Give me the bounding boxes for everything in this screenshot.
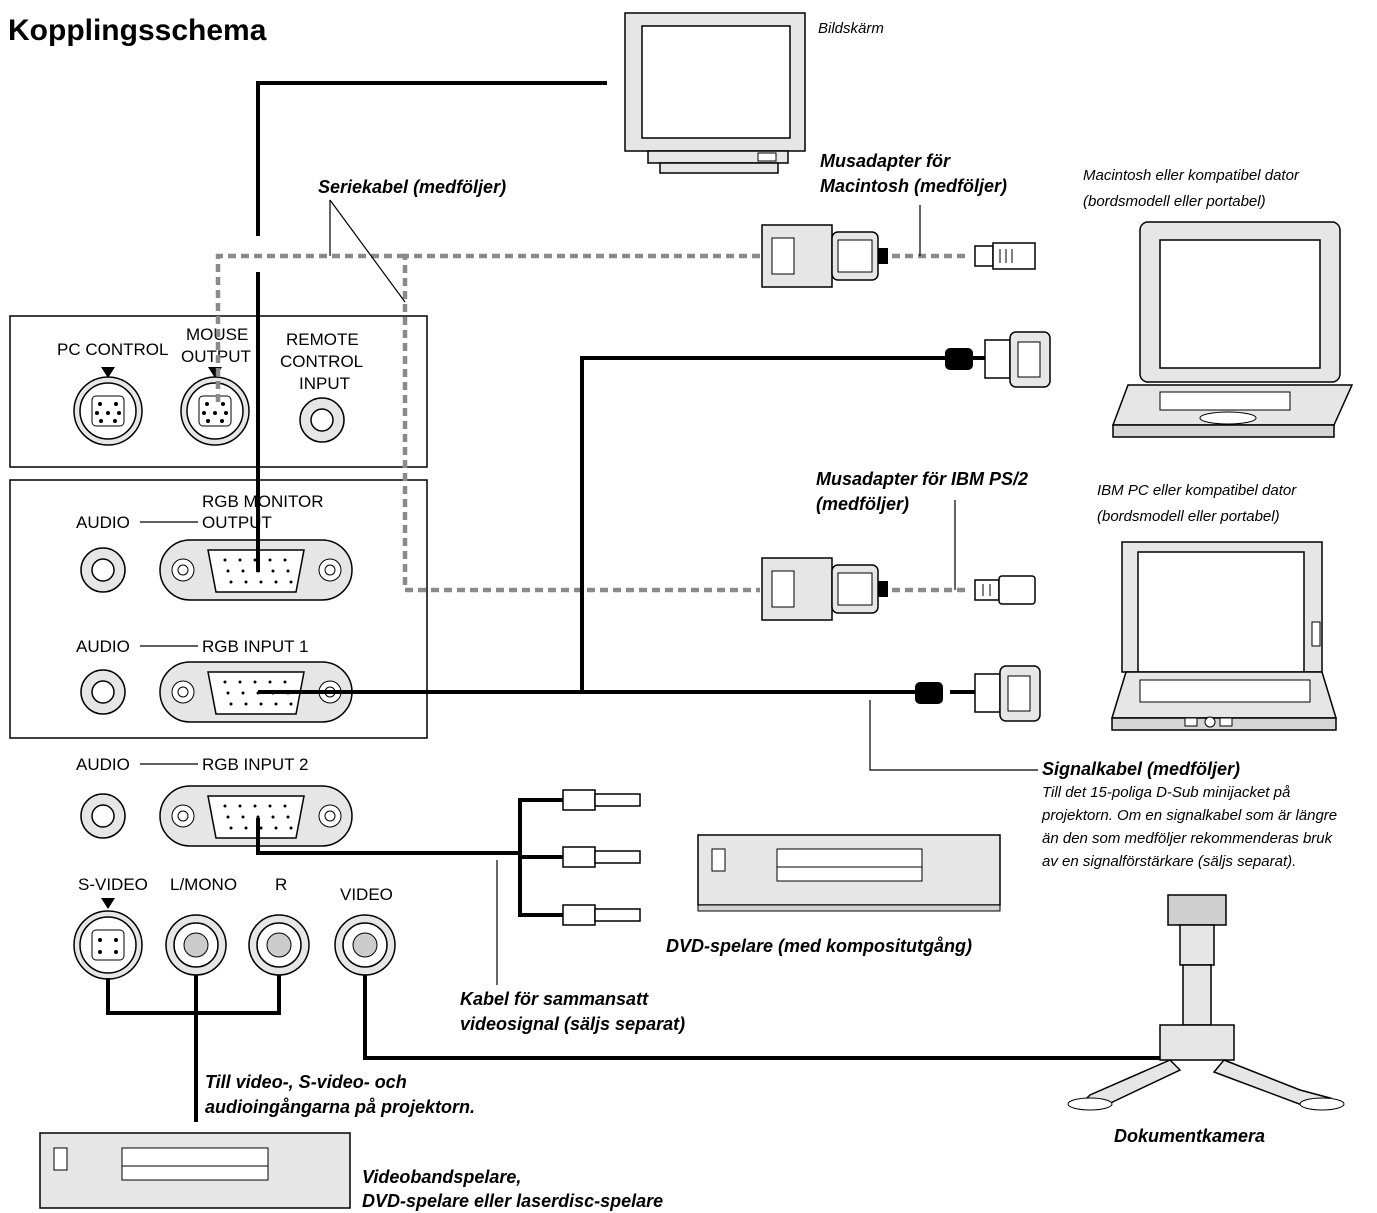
vcr-label-2: DVD-spelare eller laserdisc-spelare [362, 1191, 663, 1211]
vcr-device [39, 1132, 351, 1209]
mouse-output-port[interactable] [180, 367, 250, 446]
remote-label-3: INPUT [299, 374, 350, 393]
signal-plug-mac [945, 331, 1051, 388]
signal-note-4: av en signalförstärkare (säljs separat). [1042, 853, 1296, 870]
rgb-input-1-label: RGB INPUT 1 [202, 637, 308, 656]
audio-label-1: AUDIO [76, 513, 130, 532]
r-jack[interactable] [248, 914, 310, 976]
signal-cable-label: Signalkabel (medföljer) [1042, 759, 1240, 779]
audio-label-3: AUDIO [76, 755, 130, 774]
page-title: Kopplingsschema [8, 14, 267, 47]
ibm-adapter-label-1: Musadapter för IBM PS/2 [816, 469, 1028, 489]
dvd-player-device [697, 834, 1001, 912]
l-mono-jack[interactable] [165, 914, 227, 976]
mac-laptop [1111, 221, 1354, 438]
document-camera-label: Dokumentkamera [1114, 1126, 1265, 1146]
mac-mouse-adapter [761, 224, 888, 288]
rgb-input-2-port[interactable] [159, 785, 353, 847]
remote-label-1: REMOTE [286, 330, 359, 349]
signal-note-3: än den som medföljer rekommenderas bruk [1042, 830, 1334, 847]
s-video-label: S-VIDEO [78, 875, 148, 894]
mac-mouse-plug [974, 242, 1036, 270]
ibm-computer-label-1: IBM PC eller kompatibel dator [1097, 482, 1297, 499]
audio-jack-2[interactable] [80, 669, 126, 715]
composite-cable [256, 818, 520, 855]
audio-label-2: AUDIO [76, 637, 130, 656]
rgb-input-2-label: RGB INPUT 2 [202, 755, 308, 774]
serial-cable-label: Seriekabel (medföljer) [318, 177, 506, 197]
monitor-device [624, 12, 806, 174]
ibm-adapter-label-2: (medföljer) [816, 494, 909, 514]
mac-computer-label-1: Macintosh eller kompatibel dator [1083, 167, 1300, 184]
serial-cable-branch [215, 253, 405, 405]
remote-control-jack[interactable] [299, 397, 345, 443]
ibm-mouse-adapter [761, 557, 888, 621]
audio-jack-3[interactable] [80, 793, 126, 839]
video-inputs-label-2: audioingångarna på projektorn. [205, 1097, 475, 1117]
r-label: R [275, 875, 287, 894]
monitor-label: Bildskärm [818, 20, 884, 37]
serial-cable [402, 253, 760, 593]
mac-computer-label-2: (bordsmodell eller portabel) [1083, 193, 1266, 210]
dvd-player-label: DVD-spelare (med kompositutgång) [666, 936, 972, 956]
signal-cable-upper [580, 356, 945, 692]
ibm-laptop [1110, 541, 1338, 731]
signal-note-2: projektorn. Om en signalkabel som är län… [1041, 807, 1337, 824]
mac-adapter-label-1: Musadapter för [820, 151, 951, 171]
ibm-mouse-plug [974, 575, 1036, 605]
rgb-monitor-label-2: OUTPUT [202, 513, 272, 532]
ibm-computer-label-2: (bordsmodell eller portabel) [1097, 508, 1280, 525]
video-label: VIDEO [340, 885, 393, 904]
rgb-monitor-label-1: RGB MONITOR [202, 492, 324, 511]
vcr-label-1: Videobandspelare, [362, 1167, 521, 1187]
remote-label-2: CONTROL [280, 352, 363, 371]
pc-control-port[interactable] [73, 367, 143, 446]
camera-cable [363, 975, 1170, 1060]
l-mono-label: L/MONO [170, 875, 237, 894]
signal-note-1: Till det 15-poliga D-Sub minijacket på [1042, 784, 1290, 801]
video-jack[interactable] [334, 914, 396, 976]
video-inputs-label-1: Till video-, S-video- och [205, 1072, 407, 1092]
document-camera-device [1067, 894, 1345, 1111]
monitor-cable [256, 81, 607, 236]
signal-plug-ibm [915, 665, 1041, 722]
s-video-port[interactable] [73, 898, 143, 980]
pc-control-label: PC CONTROL [57, 340, 168, 359]
composite-cable-label-2: videosignal (säljs separat) [460, 1014, 685, 1034]
rca-plugs [562, 789, 641, 926]
composite-cable-label-1: Kabel för sammansatt [460, 989, 649, 1009]
mac-adapter-label-2: Macintosh (medföljer) [820, 176, 1007, 196]
audio-jack-1[interactable] [80, 547, 126, 593]
av-cable [106, 975, 281, 1015]
